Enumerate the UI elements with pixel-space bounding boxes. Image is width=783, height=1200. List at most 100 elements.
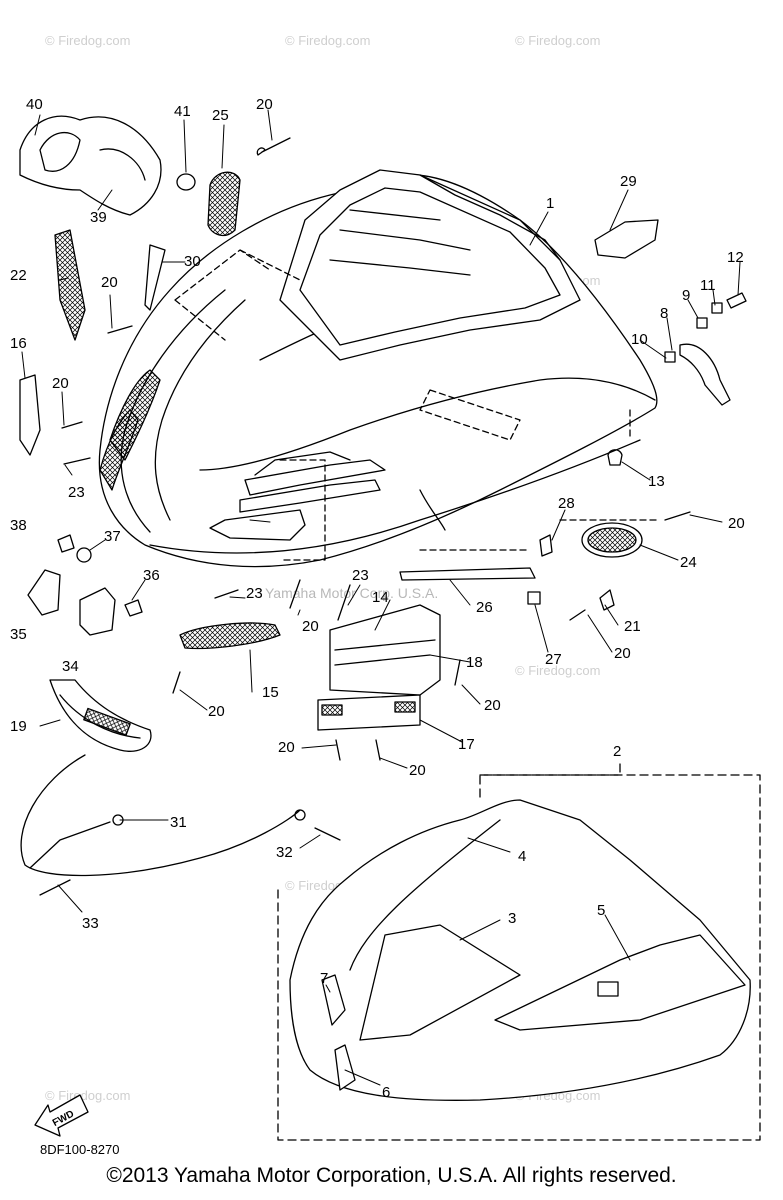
callout-24: 24 [680, 554, 697, 571]
callout-20: 20 [728, 515, 745, 532]
lens-29 [594, 219, 659, 259]
callout-20: 20 [614, 645, 631, 662]
callout-20: 20 [52, 375, 69, 392]
callout-20: 20 [208, 703, 225, 720]
callout-19: 19 [10, 718, 27, 735]
callout-23: 23 [68, 484, 85, 501]
callout-33: 33 [82, 915, 99, 932]
grommet-41 [176, 173, 196, 191]
cable-31 [29, 821, 111, 869]
callout-36: 36 [143, 567, 160, 584]
callout-29: 29 [620, 173, 637, 190]
callout-3: 3 [508, 910, 516, 927]
callout-11: 11 [700, 277, 716, 294]
pad-5-tab [597, 981, 619, 997]
spring-33 [39, 879, 71, 896]
callout-labels: 1 2 3 4 5 6 7 8 9 10 11 12 13 14 15 16 1… [10, 96, 745, 1101]
cable-33 [20, 754, 301, 877]
headlight-housing-40 [19, 115, 162, 216]
pad-5 [494, 934, 746, 1031]
callout-1: 1 [546, 195, 554, 212]
callout-28: 28 [558, 495, 575, 512]
callout-20: 20 [101, 274, 118, 291]
callout-20: 20 [484, 697, 501, 714]
panel-18 [329, 604, 441, 696]
washer-37 [76, 547, 92, 563]
callout-21: 21 [624, 618, 641, 635]
callout-23: 23 [246, 585, 263, 602]
copyright-notice: ©2013 Yamaha Motor Corporation, U.S.A. A… [106, 1164, 677, 1187]
callout-16: 16 [10, 335, 27, 352]
callout-2: 2 [613, 743, 621, 760]
tie-30 [144, 244, 166, 311]
callout-14: 14 [372, 589, 389, 606]
screw-32 [314, 827, 341, 841]
grommet-13 [607, 449, 623, 466]
collar-10 [664, 351, 676, 363]
callout-40: 40 [26, 96, 43, 113]
diagram-code: 8DF100-8270 [40, 1142, 120, 1157]
callout-17: 17 [458, 736, 475, 753]
callout-20: 20 [409, 762, 426, 779]
callout-4: 4 [518, 848, 526, 865]
callout-20: 20 [278, 739, 295, 756]
callout-18: 18 [466, 654, 483, 671]
strip-4 [349, 819, 501, 971]
callout-6: 6 [382, 1084, 390, 1101]
grille-15 [179, 622, 281, 650]
callout-34: 34 [62, 658, 79, 675]
clip-21 [599, 589, 615, 611]
fwd-arrow-icon [34, 1094, 89, 1137]
rivets [61, 137, 691, 761]
bracket-35 [27, 569, 61, 616]
grille-22 [54, 229, 86, 341]
watermark-text: © Firedog.com [285, 33, 370, 48]
callout-37: 37 [104, 528, 121, 545]
nut-36 [124, 599, 143, 617]
clip-27 [527, 591, 541, 605]
bolt-38 [57, 534, 75, 553]
callout-22: 22 [10, 267, 27, 284]
watermark-text: © Firedog.com [515, 663, 600, 678]
watermark-text: © Firedog.com [515, 33, 600, 48]
callout-32: 32 [276, 844, 293, 861]
collar-9 [696, 317, 708, 329]
callout-25: 25 [212, 107, 229, 124]
clip-6 [334, 1044, 356, 1091]
callout-39: 39 [90, 209, 107, 226]
callout-20: 20 [302, 618, 319, 635]
callout-5: 5 [597, 902, 605, 919]
callout-15: 15 [262, 684, 279, 701]
callout-10: 10 [631, 331, 648, 348]
screw-28 [539, 534, 553, 557]
callout-23: 23 [352, 567, 369, 584]
cover-25 [207, 171, 241, 237]
callout-8: 8 [660, 305, 668, 322]
callout-41: 41 [174, 103, 191, 120]
callout-31: 31 [170, 814, 187, 831]
bracket-8 [679, 343, 731, 406]
callout-30: 30 [184, 253, 201, 270]
pad-3 [359, 924, 521, 1041]
center-watermark-text: Yamaha Motor Corp. U.S.A. [265, 585, 438, 601]
assembly-box-2 [277, 774, 761, 1141]
callout-7: 7 [320, 970, 328, 987]
watermark-text: © Firedog.com [45, 1088, 130, 1103]
callout-13: 13 [648, 473, 665, 490]
watermark-text: © Firedog.com [45, 33, 130, 48]
bracket-34 [79, 587, 116, 636]
callout-9: 9 [682, 287, 690, 304]
callout-38: 38 [10, 517, 27, 534]
callout-12: 12 [727, 249, 744, 266]
callout-35: 35 [10, 626, 27, 643]
callout-27: 27 [545, 651, 562, 668]
callout-26: 26 [476, 599, 493, 616]
bolt-12 [726, 292, 747, 309]
bracket-16 [19, 374, 41, 456]
hood-cowling [98, 169, 661, 568]
nut-11 [711, 302, 723, 314]
callout-20: 20 [256, 96, 273, 113]
strip-26 [399, 567, 536, 581]
